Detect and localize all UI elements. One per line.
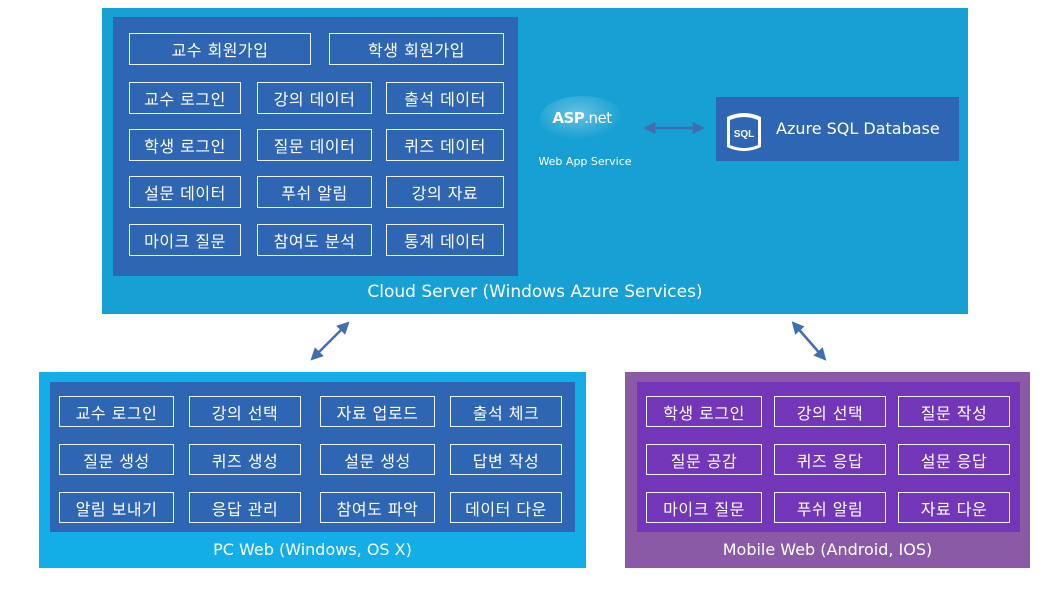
- cloud-feature: 학생 회원가입: [329, 33, 504, 65]
- cloud-server-caption: Cloud Server (Windows Azure Services): [367, 282, 703, 302]
- pc-feature: 질문 생성: [59, 444, 174, 475]
- cloud-feature: 설문 데이터: [129, 176, 241, 208]
- pc-feature: 출석 체크: [450, 396, 562, 427]
- cloud-feature: 푸쉬 알림: [257, 176, 372, 208]
- cloud-feature: 질문 데이터: [257, 129, 372, 161]
- cloud-feature: 참여도 분석: [257, 224, 372, 256]
- pc-feature: 강의 선택: [189, 396, 301, 427]
- cloud-feature: 마이크 질문: [129, 224, 241, 256]
- mobile-feature: 강의 선택: [774, 396, 886, 427]
- cloud-feature: 교수 회원가입: [129, 33, 311, 65]
- pc-feature: 교수 로그인: [59, 396, 174, 427]
- asp-logo-bold: ASP: [552, 109, 585, 127]
- mobile-feature: 설문 응답: [898, 444, 1010, 475]
- cloud-feature: 출석 데이터: [386, 82, 504, 114]
- mobile-feature: 퀴즈 응답: [774, 444, 886, 475]
- web-app-service-label: Web App Service: [538, 155, 632, 168]
- azure-sql-database-label: Azure SQL Database: [776, 119, 940, 138]
- pc-feature: 퀴즈 생성: [189, 444, 301, 475]
- pc-feature: 데이터 다운: [450, 492, 562, 523]
- mobile-feature: 푸쉬 알림: [774, 492, 886, 523]
- pc-feature-group: 교수 로그인 강의 선택 자료 업로드 출석 체크 질문 생성 퀴즈 생성 설문…: [50, 382, 575, 532]
- pc-feature: 설문 생성: [320, 444, 435, 475]
- mobile-feature: 마이크 질문: [646, 492, 762, 523]
- database-cylinder-icon: SQL: [725, 110, 763, 154]
- asp-logo-light: .net: [584, 109, 612, 127]
- mobile-feature: 자료 다운: [898, 492, 1010, 523]
- cloud-feature: 강의 데이터: [257, 82, 372, 114]
- mobile-feature: 학생 로그인: [646, 396, 762, 427]
- cloud-feature: 학생 로그인: [129, 129, 241, 161]
- cloud-feature: 강의 자료: [386, 176, 504, 208]
- pc-feature: 응답 관리: [189, 492, 301, 523]
- cloud-feature: 퀴즈 데이터: [386, 129, 504, 161]
- cloud-feature-group: 교수 회원가입 학생 회원가입 교수 로그인 강의 데이터 출석 데이터 학생 …: [113, 17, 518, 276]
- pc-feature: 답변 작성: [450, 444, 562, 475]
- mobile-feature-group: 학생 로그인 강의 선택 질문 작성 질문 공감 퀴즈 응답 설문 응답 마이크…: [637, 382, 1020, 532]
- mobile-web-caption: Mobile Web (Android, IOS): [722, 540, 933, 559]
- pc-feature: 알림 보내기: [59, 492, 174, 523]
- cloud-feature: 통계 데이터: [386, 224, 504, 256]
- pc-web-caption: PC Web (Windows, OS X): [213, 540, 412, 559]
- cloud-feature: 교수 로그인: [129, 82, 241, 114]
- cloud-to-pc-arrow: [310, 321, 350, 361]
- asp-net-logo: ASP.net: [540, 96, 624, 140]
- sql-icon-label: SQL: [734, 129, 755, 140]
- pc-feature: 참여도 파악: [320, 492, 435, 523]
- cloud-to-mobile-arrow: [791, 321, 827, 361]
- pc-feature: 자료 업로드: [320, 396, 435, 427]
- mobile-feature: 질문 작성: [898, 396, 1010, 427]
- mobile-feature: 질문 공감: [646, 444, 762, 475]
